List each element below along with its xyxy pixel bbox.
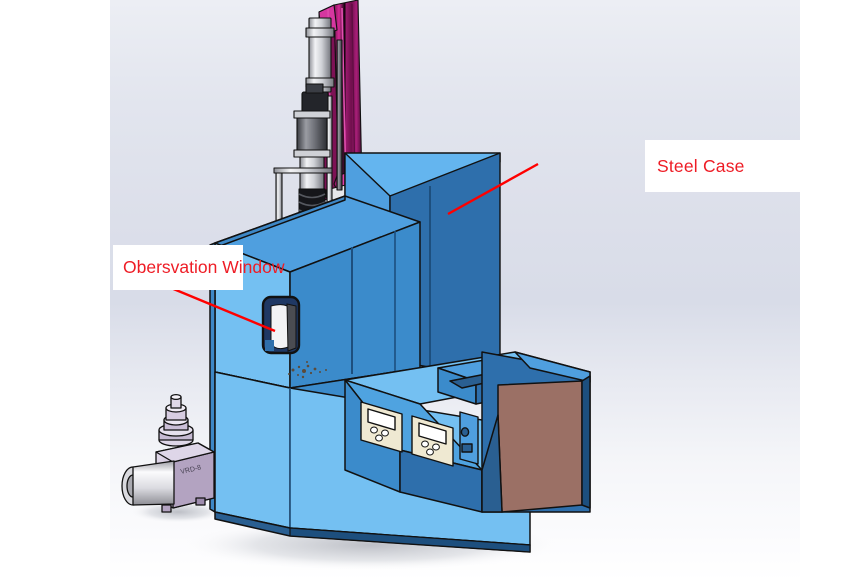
- observation-window: [261, 295, 301, 355]
- guide-post-far: [336, 39, 343, 191]
- switch-panel: [459, 411, 479, 465]
- surface-speckles: [288, 361, 327, 379]
- meter-screen-right: [418, 422, 447, 445]
- vacuum-pump: VRD-8: [121, 393, 215, 513]
- callout-steel-case: Steel Case: [645, 140, 800, 192]
- motor-cap: [305, 83, 324, 94]
- callout-steel-case-label: Steel Case: [657, 155, 745, 176]
- panel-knob: [460, 427, 470, 437]
- display-meter-left: [360, 401, 403, 453]
- motor-body: [296, 113, 328, 155]
- leader-line-steel-case: [447, 162, 539, 216]
- display-meter-right: [411, 415, 454, 467]
- panel-switch: [461, 443, 473, 453]
- side-access-panel: [481, 351, 591, 513]
- pump-drop-shadow: [130, 501, 226, 523]
- meter-screen-left: [367, 408, 396, 431]
- callout-observation-window: [113, 245, 243, 290]
- pump-valve-stack: [158, 393, 194, 447]
- base-bottom-edge: [289, 527, 531, 553]
- svg-text:VRD-8: VRD-8: [180, 464, 202, 476]
- access-panel-plate: [497, 380, 583, 513]
